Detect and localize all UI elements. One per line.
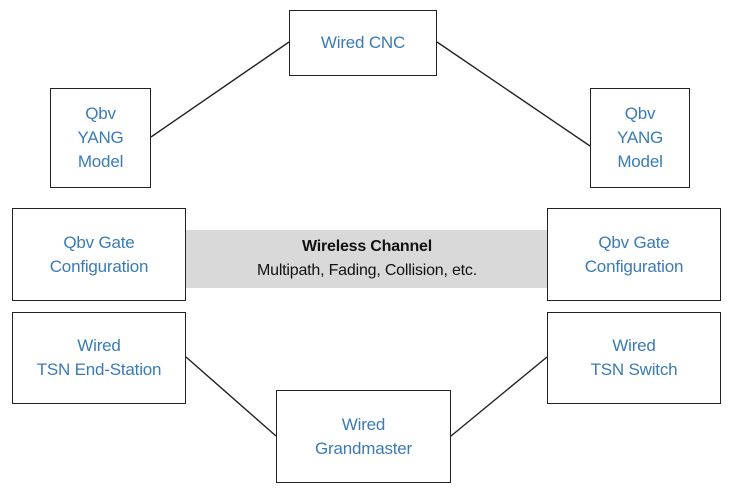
- node-qbv-yang-model-left: Qbv YANG Model: [50, 88, 151, 188]
- connector-grandmaster-to-switch: [450, 356, 548, 437]
- connector-yang-left-to-cnc: [150, 41, 290, 138]
- node-wired-cnc: Wired CNC: [289, 10, 437, 76]
- node-label: Wired CNC: [320, 33, 406, 52]
- node-label: Qbv Gate Configuration: [49, 232, 149, 276]
- connector-endstation-to-grandmaster: [185, 356, 277, 437]
- node-label: Wired Grandmaster: [314, 414, 412, 458]
- wireless-channel-band: Wireless Channel Multipath, Fading, Coll…: [186, 230, 548, 288]
- wireless-channel-subtitle: Multipath, Fading, Collision, etc.: [257, 262, 477, 279]
- wireless-channel-title: Wireless Channel: [301, 238, 433, 255]
- node-wired-grandmaster: Wired Grandmaster: [276, 390, 451, 483]
- node-wired-tsn-end-station: Wired TSN End-Station: [12, 312, 186, 404]
- node-label: Qbv YANG Model: [77, 104, 124, 171]
- node-wired-tsn-switch: Wired TSN Switch: [547, 312, 721, 404]
- connector-cnc-to-yang-right: [436, 41, 591, 147]
- node-qbv-gate-configuration-left: Qbv Gate Configuration: [12, 208, 186, 301]
- node-qbv-gate-configuration-right: Qbv Gate Configuration: [547, 208, 721, 301]
- node-qbv-yang-model-right: Qbv YANG Model: [590, 88, 690, 188]
- node-label: Qbv Gate Configuration: [584, 232, 684, 276]
- node-label: Qbv YANG Model: [616, 104, 664, 171]
- node-label: Wired TSN End-Station: [36, 336, 162, 379]
- node-label: Wired TSN Switch: [590, 336, 678, 379]
